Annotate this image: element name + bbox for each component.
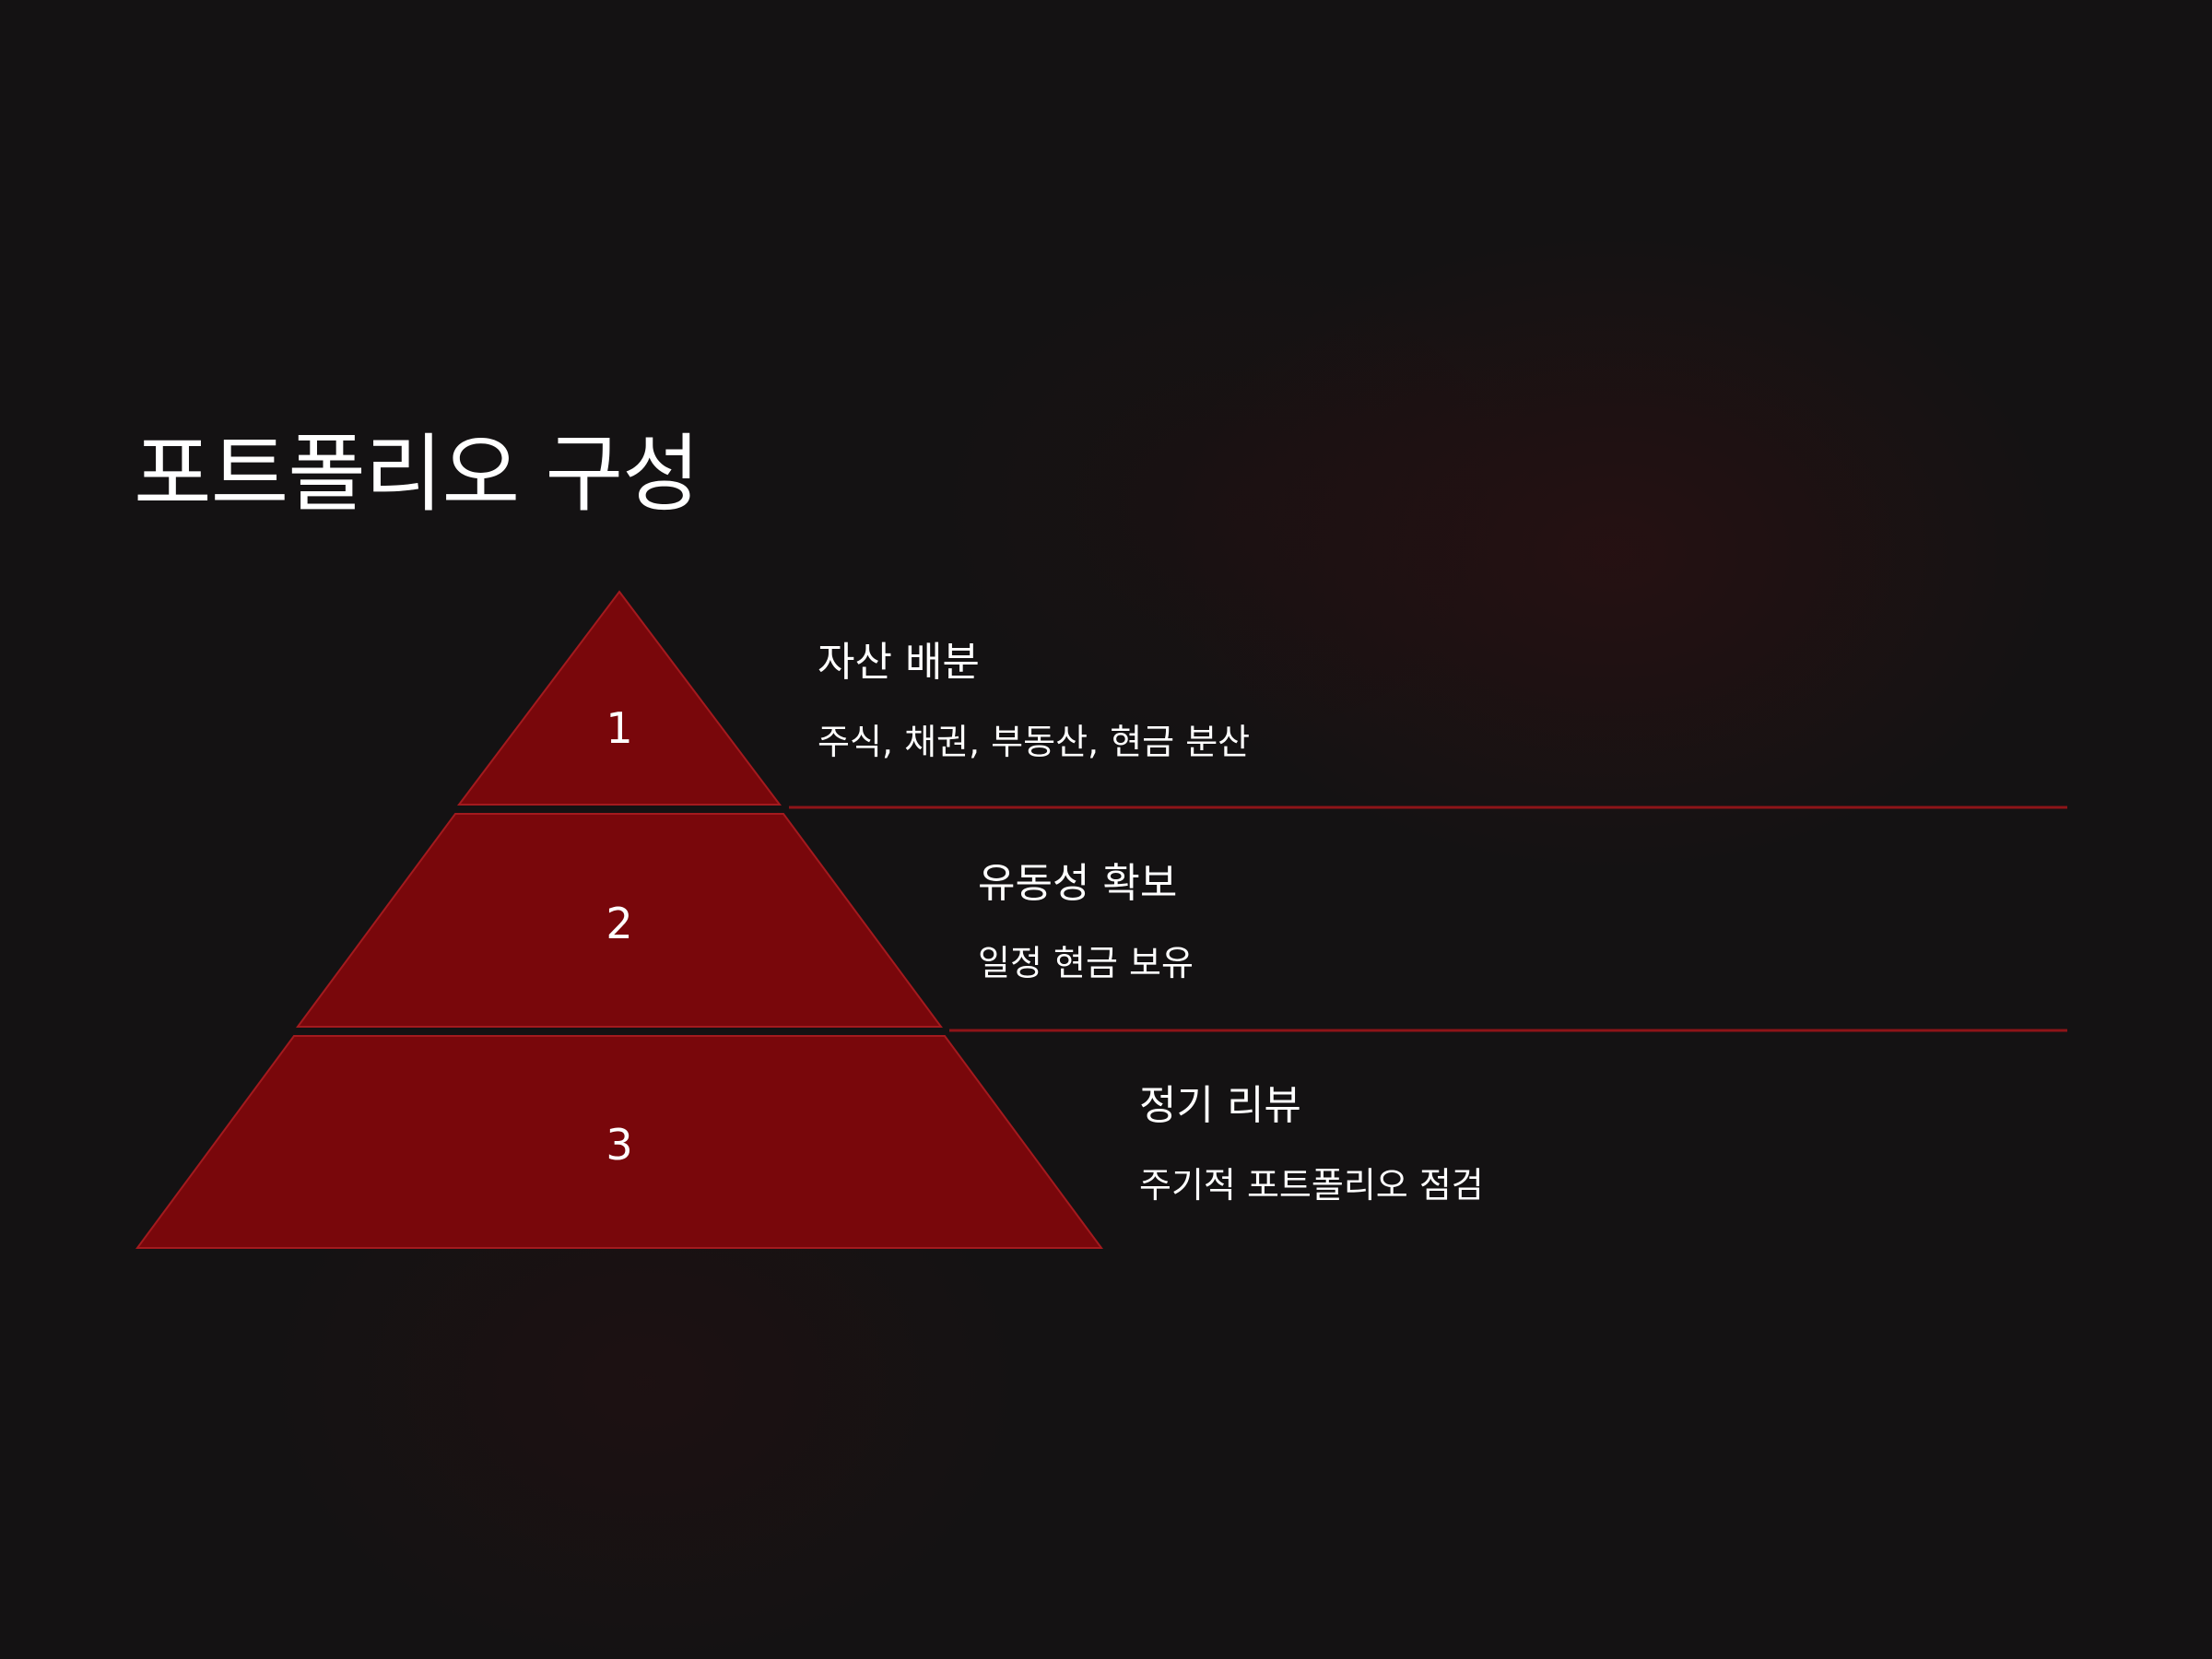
slide-title: 포트폴리오 구성	[134, 425, 700, 524]
level-3-heading: 정기 리뷰	[1139, 1082, 1301, 1129]
level-3-description: 주기적 포트폴리오 점검	[1139, 1165, 1484, 1206]
level-2-description: 일정 현금 보유	[978, 943, 1194, 983]
pyramid-level-3	[135, 1035, 1103, 1249]
pyramid-level-1	[456, 590, 782, 806]
pyramid-level-1-number: 1	[606, 703, 632, 753]
level-1-heading: 자산 배분	[818, 639, 980, 686]
pyramid-level-2	[296, 813, 943, 1028]
level-2-heading: 유동성 확보	[978, 860, 1178, 907]
level-1-description: 주식, 채권, 부동산, 현금 분산	[818, 722, 1251, 762]
pyramid-level-2-number: 2	[606, 899, 632, 948]
pyramid-level-3-number: 3	[606, 1120, 632, 1170]
